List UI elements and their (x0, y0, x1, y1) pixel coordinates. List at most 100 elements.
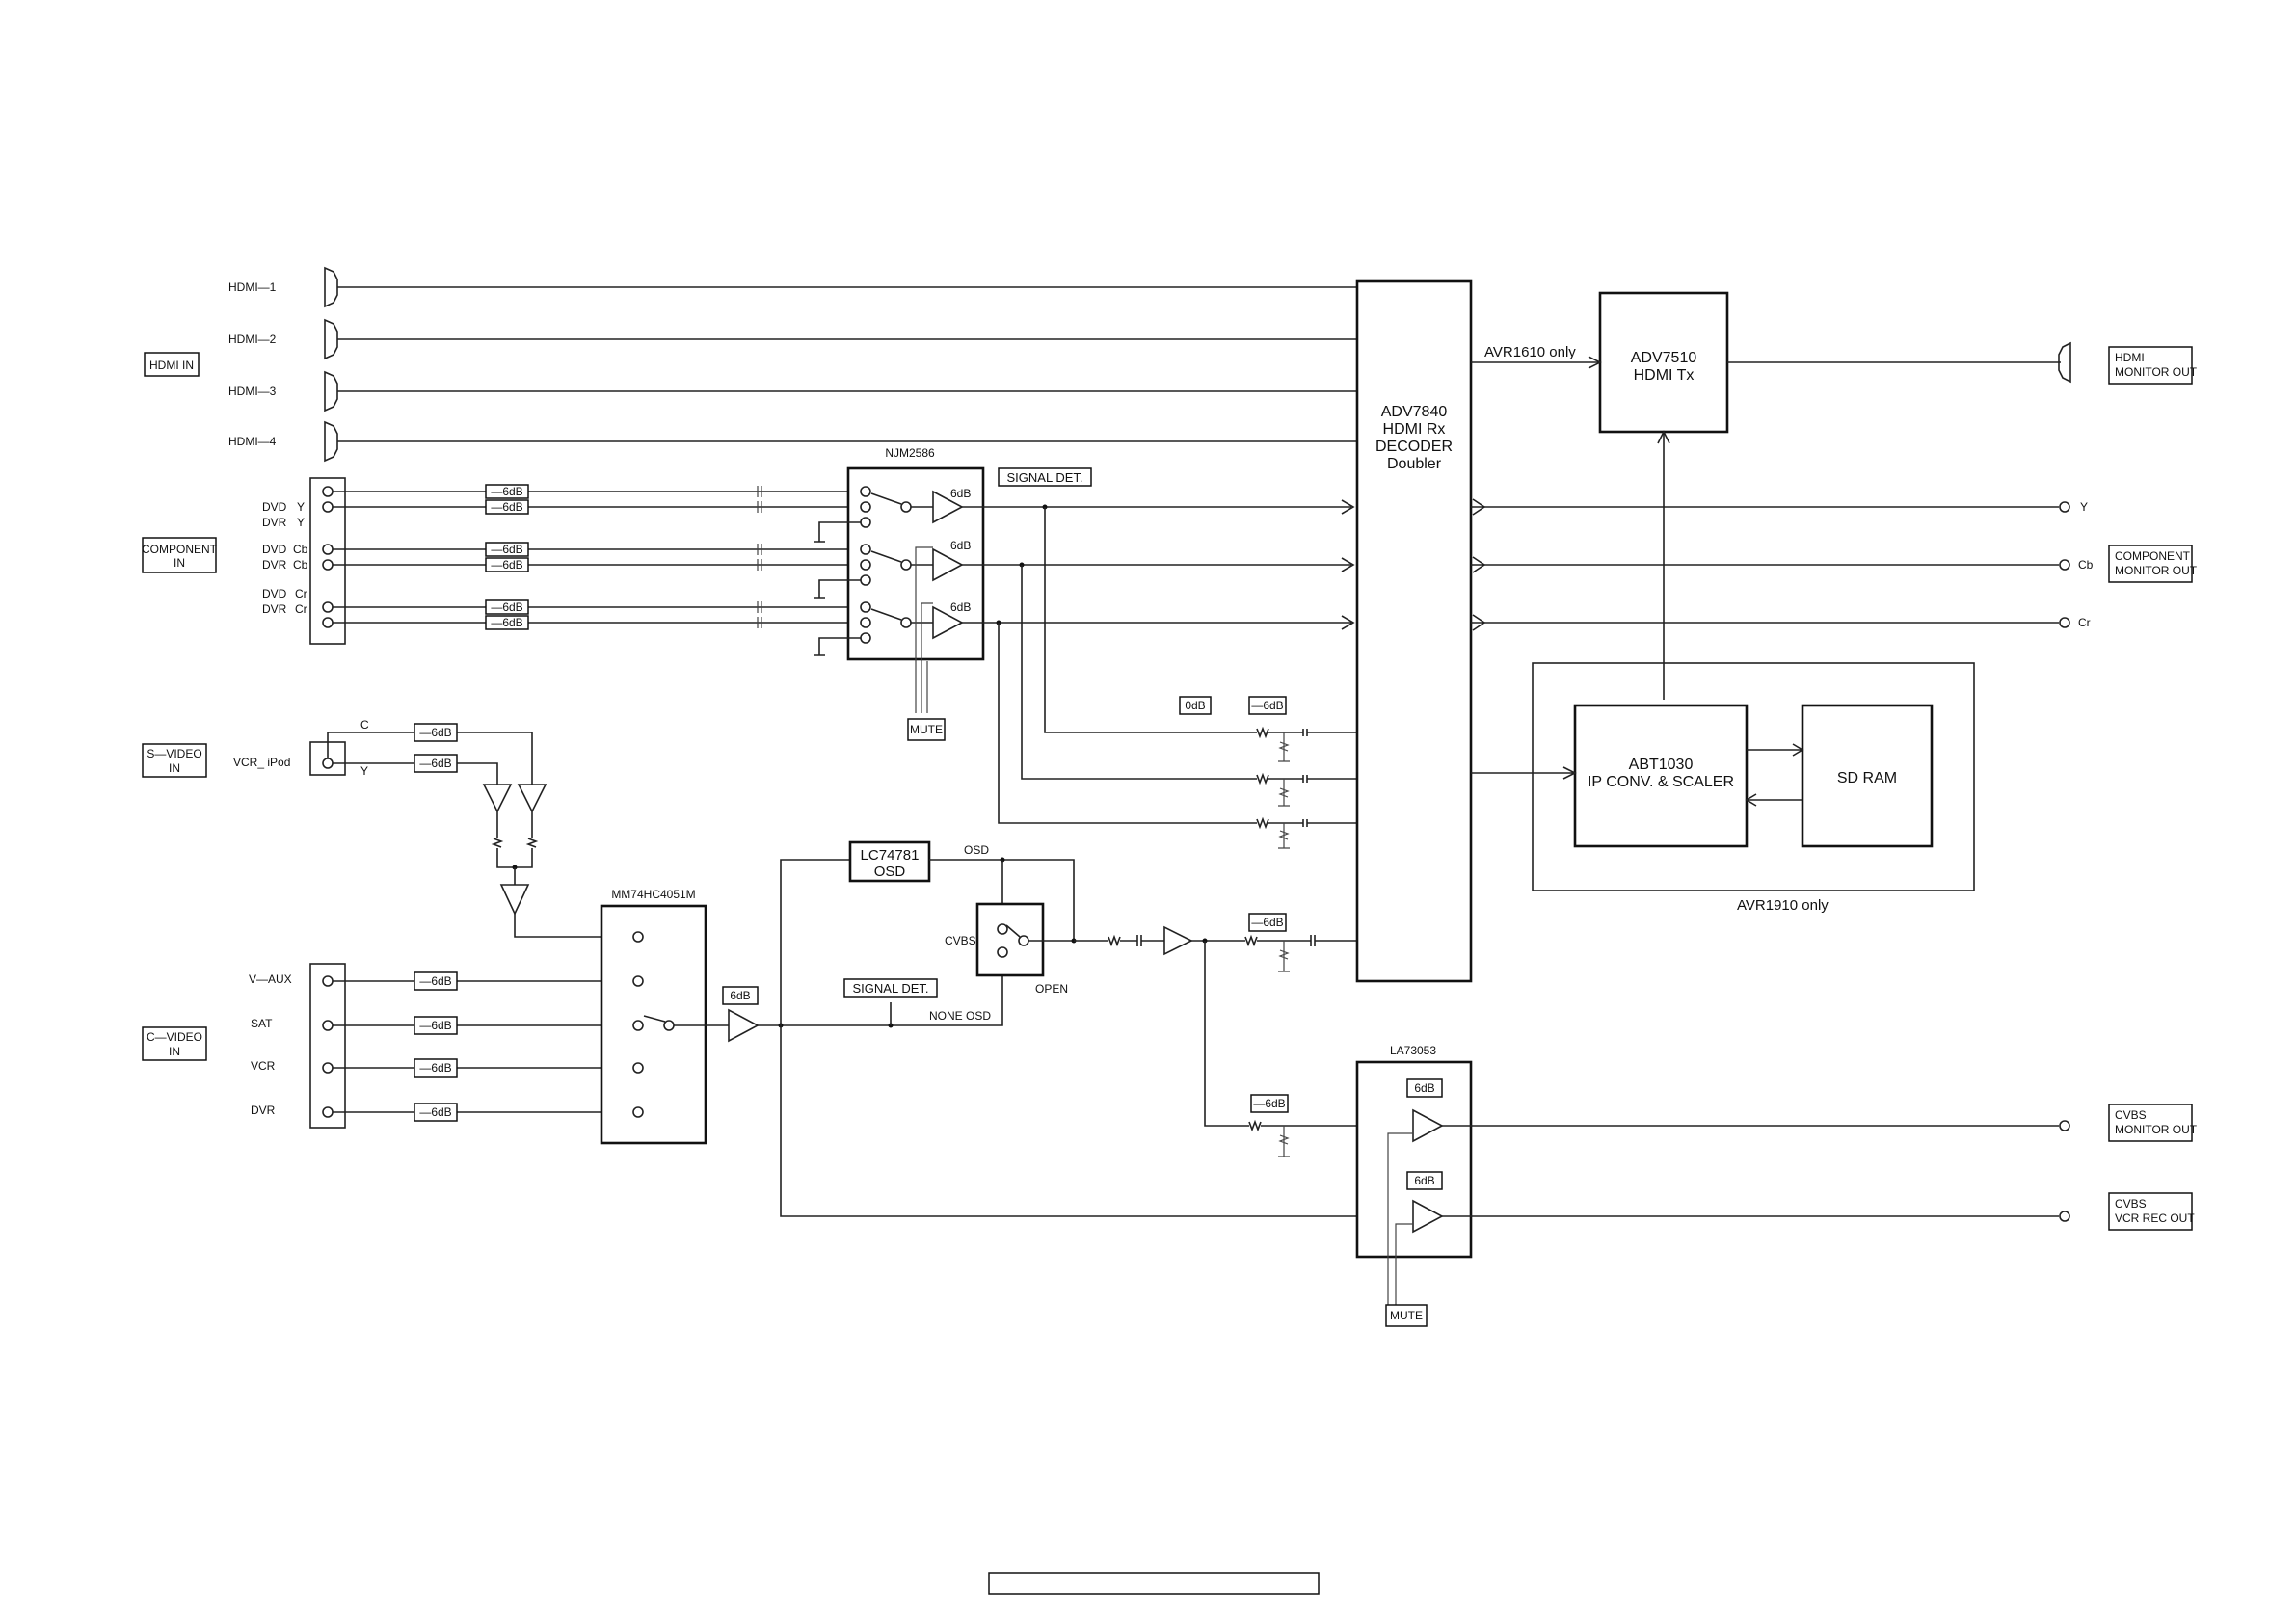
rca-jack-icon (322, 975, 334, 987)
njm-gain-label: 6dB (950, 539, 971, 552)
mux-name: MM74HC4051M (611, 888, 695, 901)
cvideo-source-label: VCR (251, 1059, 276, 1073)
jack-label-src: DVR (262, 558, 287, 572)
njm-mute-label: MUTE (910, 723, 943, 736)
la-atten-label: —6dB (1253, 1097, 1285, 1110)
cvbs-monitor-jack-icon (2059, 1120, 2070, 1131)
mux-gain-box (722, 986, 759, 1005)
atten-box (485, 599, 529, 615)
amplifier-icon (932, 490, 964, 524)
la73053-ic: LA73053 6dB 6dB —6dB MUTE (1250, 1044, 2070, 1327)
osd-label: OSD (964, 843, 989, 857)
cb-out-jack-icon (2059, 559, 2070, 571)
njm-selectors (814, 486, 933, 656)
cvbs-monitor-label-2: MONITOR OUT (2115, 1123, 2198, 1136)
feedback-atten-label: —6dB (1251, 699, 1283, 712)
cvbs-rec-label-1: CVBS (2115, 1197, 2147, 1211)
amplifier-icon (932, 605, 964, 640)
jack-label-src: DVD (262, 587, 287, 600)
buffer-mix-icon (499, 884, 530, 916)
rca-jack-icon (322, 486, 334, 497)
osd-signal-det-label: SIGNAL DET. (853, 981, 929, 996)
amplifier-icon (1412, 1108, 1444, 1143)
cvideo-atten-box (414, 971, 458, 991)
cvbs-rec-label-2: VCR REC OUT (2115, 1211, 2195, 1225)
atten-label: —6dB (491, 600, 522, 614)
cvideo-source-label: V—AUX (249, 972, 292, 986)
la-gain-box (1406, 1078, 1443, 1098)
avr1910-region (1532, 662, 1975, 891)
atten-box (485, 615, 529, 630)
svideo-label-1: S—VIDEO (147, 747, 201, 760)
osd-chip-line2: OSD (874, 864, 906, 880)
decoder-line: Doubler (1387, 456, 1442, 472)
njm-signal-det-box (998, 467, 1092, 487)
la-atten-box (1250, 1094, 1289, 1113)
jack-label-src: DVR (262, 516, 287, 529)
hdmi-out-label-1: HDMI (2115, 351, 2145, 364)
cvideo-atten-box (414, 1058, 458, 1078)
rca-jack-icon (322, 501, 334, 513)
hdmi-tx-line1: ADV7510 (1631, 350, 1697, 366)
title-block-box (988, 1572, 1320, 1595)
svideo-atten-c-label: —6dB (419, 726, 451, 739)
osd-switch-box (975, 902, 1045, 977)
cvideo-atten-label: —6dB (419, 974, 451, 988)
la-mute-label: MUTE (1390, 1309, 1423, 1322)
njm-mute-wires (915, 546, 933, 713)
avr1610-note: AVR1610 only (1484, 344, 1576, 360)
svideo-input-section: S—VIDEO IN VCR_ iPod C Y —6dB —6dB (142, 718, 636, 938)
svideo-c-label: C (360, 718, 369, 732)
njm-name: NJM2586 (885, 446, 935, 460)
y-out-label: Y (2080, 500, 2088, 514)
la-gain-label: 6dB (1414, 1174, 1434, 1187)
cvideo-atten-label: —6dB (419, 1019, 451, 1032)
sdram-box (1801, 704, 1934, 848)
rca-jack-icon (322, 617, 334, 628)
la-gain-label: 6dB (1414, 1081, 1434, 1095)
jack-label-ch: Cb (293, 558, 308, 572)
atten-label: —6dB (491, 558, 522, 572)
amplifier-icon (728, 1008, 760, 1043)
component-attenuators: —6dB —6dB —6dB —6dB —6dB —6dB (485, 484, 529, 630)
cvideo-jack-panel (309, 963, 346, 1129)
none-osd-label: NONE OSD (929, 1009, 991, 1023)
hdmi-out-box (2108, 346, 2193, 385)
jack-label-ch: Cb (293, 543, 308, 556)
hdmi-1-connector-icon (324, 266, 338, 308)
capacitor-icons (757, 486, 762, 628)
component-out-label-2: MONITOR OUT (2115, 564, 2198, 577)
hdmi-in-group-box (144, 352, 200, 377)
sdram-label: SD RAM (1837, 770, 1897, 786)
scaler-section: AVR1910 only ABT1030 IP CONV. & SCALER S… (1471, 662, 1975, 914)
open-label: OPEN (1035, 982, 1068, 996)
hdmi-3-connector-icon (324, 370, 338, 412)
jack-label-src: DVR (262, 602, 287, 616)
hdmi-tx-line2: HDMI Tx (1634, 367, 1695, 384)
atten-box (485, 484, 529, 499)
cr-out-jack-icon (2059, 617, 2070, 628)
osd-chip-box (848, 840, 931, 883)
njm2586-switch-ic: NJM2586 6dB 6dB 6dB (814, 446, 1092, 741)
la-mute-box (1385, 1304, 1428, 1327)
rca-jack-icon (322, 1020, 334, 1031)
atten-label: —6dB (491, 616, 522, 629)
scaler-box (1573, 704, 1749, 848)
cvideo-atten-box (414, 1103, 458, 1122)
mux-gain-label: 6dB (730, 989, 750, 1002)
osd-atten-label: —6dB (1251, 916, 1283, 929)
cvideo-input-section: C—VIDEO IN V—AUX SAT VCR DVR —6dB —6dB —… (142, 963, 632, 1129)
njm-gain-label: 6dB (950, 487, 971, 500)
atten-box (485, 557, 529, 572)
mux-box (600, 904, 707, 1145)
component-out-box (2108, 545, 2193, 583)
amplifier-icon (932, 547, 964, 582)
component-out-label-1: COMPONENT (2115, 549, 2191, 563)
cvbs-rec-jack-icon (2059, 1211, 2070, 1222)
decoder-box (1355, 279, 1473, 983)
gain-0db-label: 0dB (1185, 699, 1205, 712)
scaler-line2: IP CONV. & SCALER (1588, 774, 1734, 790)
osd-chip-line1: LC74781 (861, 847, 920, 864)
svideo-source-label: VCR_ iPod (233, 756, 290, 769)
